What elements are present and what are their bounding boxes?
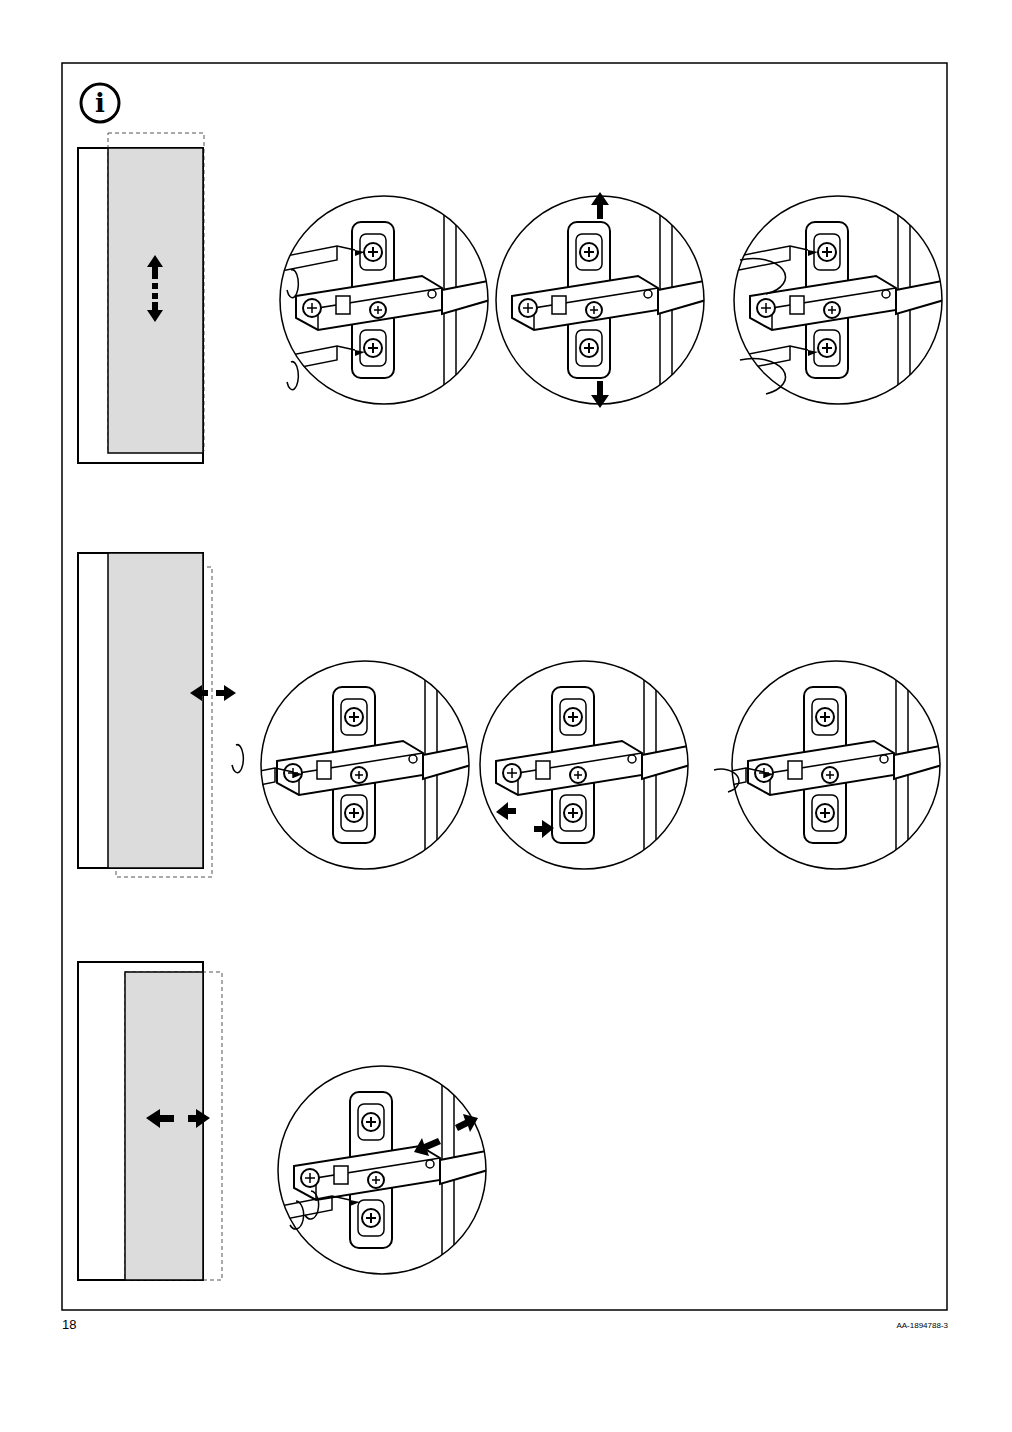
document-code: AA-1894788-3 [896,1322,948,1330]
page-number: 18 [62,1318,76,1331]
info-icon: i [95,90,105,116]
